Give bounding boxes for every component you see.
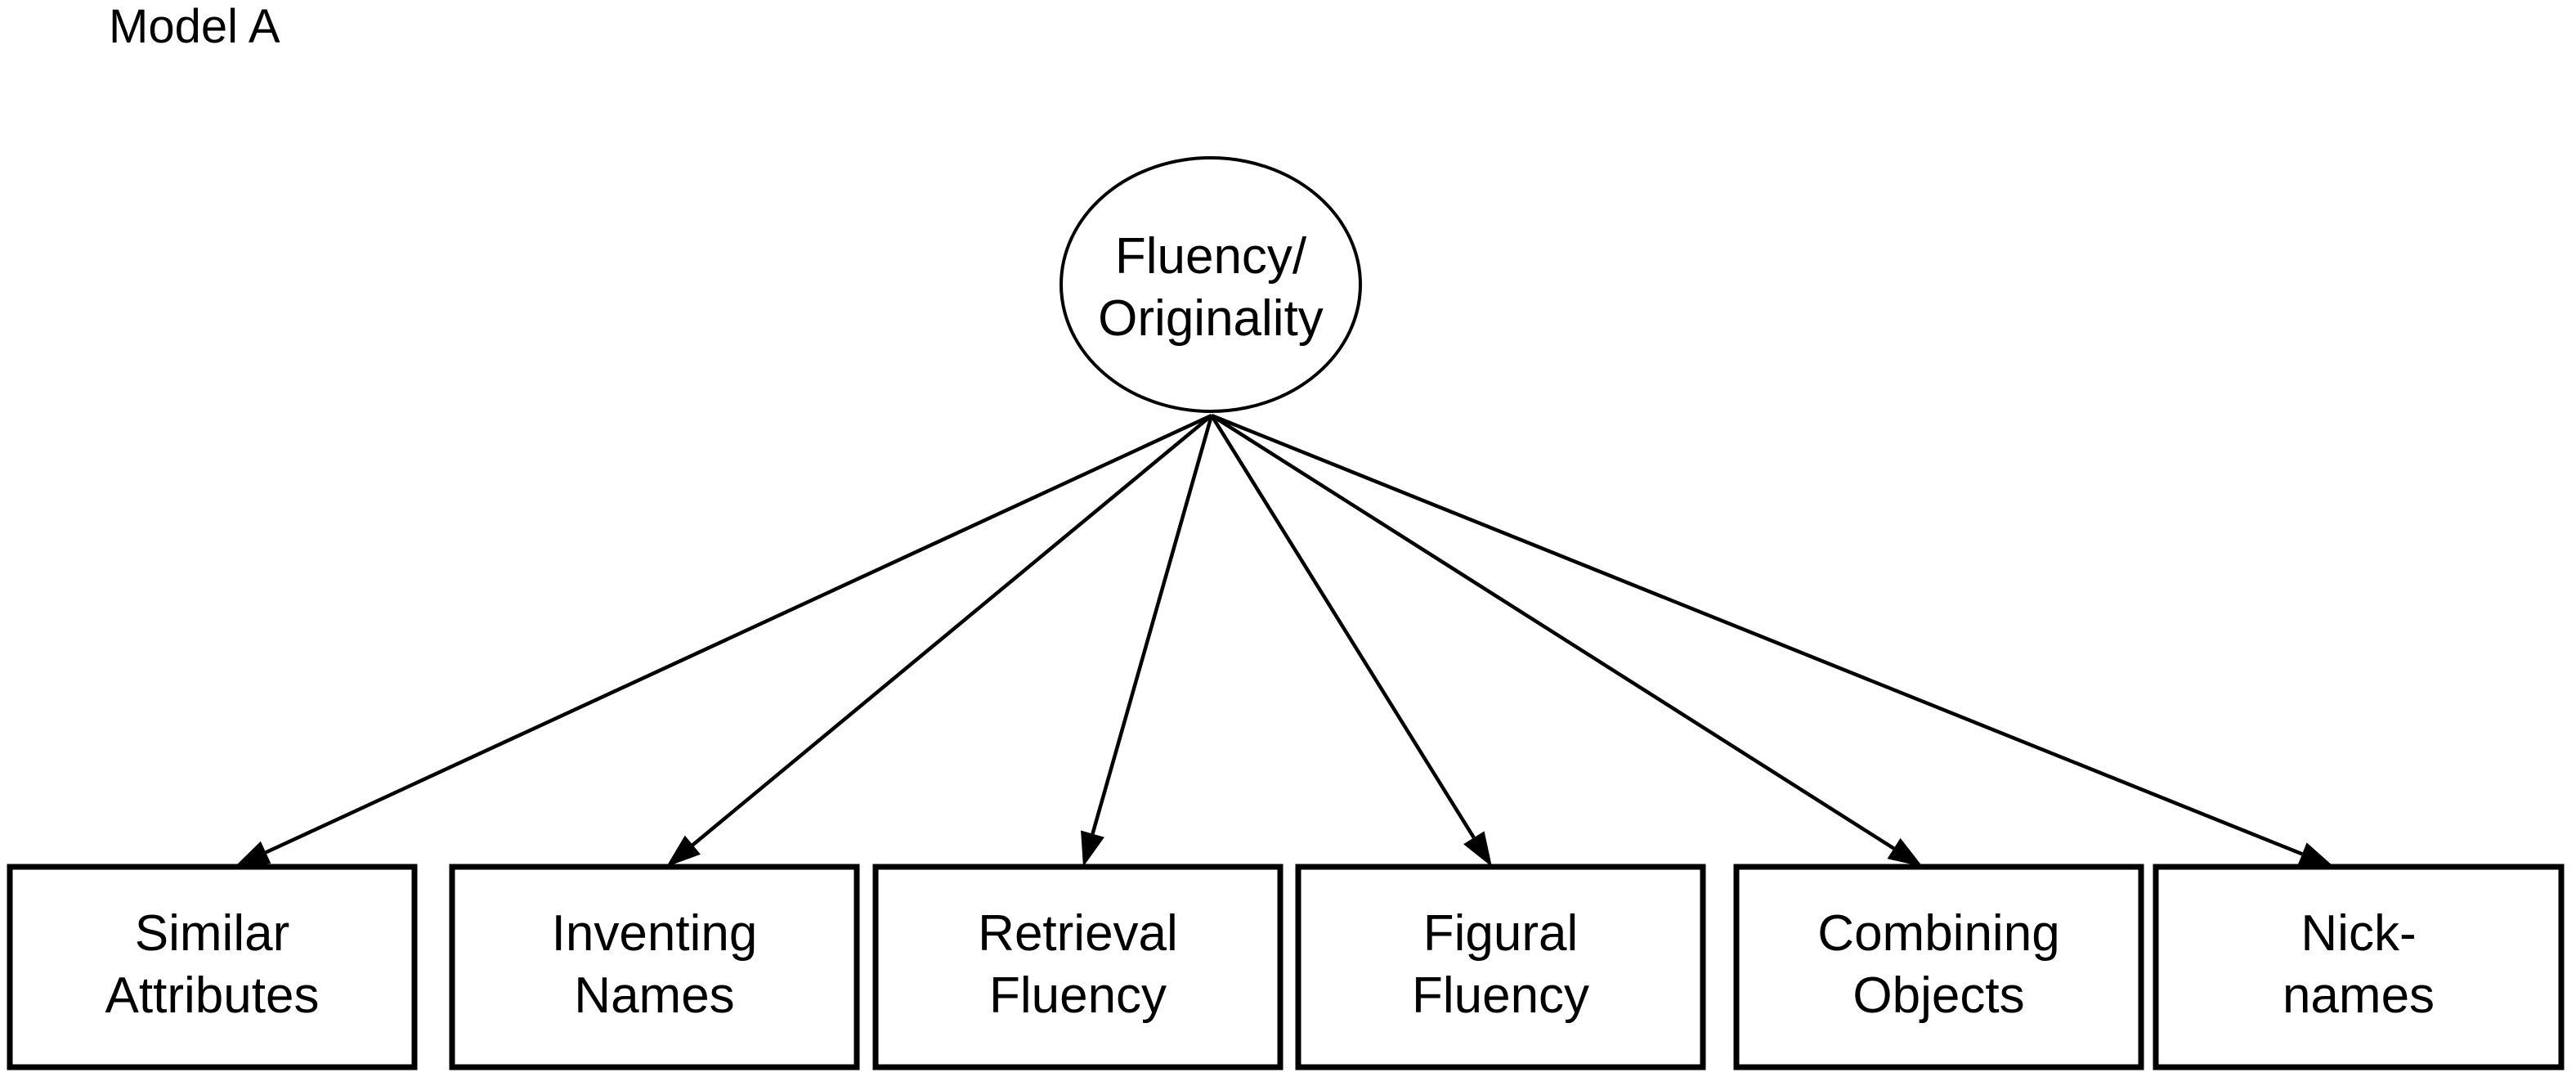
path-line-to-figural-fluency bbox=[1210, 414, 1476, 839]
indicator-label-figural-fluency-line1: Figural bbox=[1423, 905, 1579, 962]
arrowhead-icon-figural-fluency bbox=[1463, 831, 1492, 867]
path-line-to-retrieval-fluency bbox=[1091, 415, 1214, 835]
fluency-originality-ellipse bbox=[1060, 156, 1362, 413]
path-line-to-similar-attributes bbox=[265, 413, 1212, 855]
path-arrow-to-inventing-names bbox=[666, 414, 1213, 867]
indicator-box-retrieval-fluency bbox=[872, 864, 1284, 1070]
indicator-label-similar-attributes-line1: Similar bbox=[135, 905, 289, 962]
fluency-originality-label-line2: Originality bbox=[1098, 290, 1324, 347]
path-arrow-to-similar-attributes bbox=[235, 413, 1212, 867]
arrowhead-icon-nicknames bbox=[2297, 842, 2334, 867]
indicator-label-inventing-names-line2: Names bbox=[574, 967, 734, 1024]
path-line-to-combining-objects bbox=[1210, 414, 1895, 850]
path-arrows-group bbox=[235, 413, 2334, 867]
page-title: Model A bbox=[109, 0, 280, 53]
indicator-box-figural-fluency bbox=[1295, 864, 1706, 1070]
indicator-label-nicknames-line2: names bbox=[2283, 967, 2435, 1024]
indicator-label-retrieval-fluency-line2: Fluency bbox=[989, 967, 1167, 1024]
arrowhead-icon-retrieval-fluency bbox=[1081, 830, 1104, 867]
path-arrow-to-figural-fluency bbox=[1210, 414, 1492, 867]
arrowhead-icon-combining-objects bbox=[1887, 837, 1923, 867]
latent-factor-node: Fluency/ Originality bbox=[1060, 156, 1362, 413]
indicator-label-nicknames-line1: Nick- bbox=[2300, 905, 2416, 962]
indicator-boxes-group: SimilarAttributesInventingNamesRetrieval… bbox=[7, 864, 2565, 1070]
indicator-label-figural-fluency-line2: Fluency bbox=[1412, 967, 1589, 1024]
path-arrow-to-retrieval-fluency bbox=[1081, 415, 1214, 867]
fluency-originality-label-line1: Fluency/ bbox=[1115, 228, 1307, 285]
indicator-box-combining-objects bbox=[1733, 864, 2144, 1070]
arrowhead-icon-similar-attributes bbox=[235, 841, 271, 867]
indicator-label-combining-objects-line2: Objects bbox=[1852, 967, 2024, 1024]
indicator-label-combining-objects-line1: Combining bbox=[1817, 905, 2059, 962]
path-line-to-nicknames bbox=[1211, 413, 2303, 856]
indicator-label-similar-attributes-line2: Attributes bbox=[105, 967, 320, 1024]
indicator-box-similar-attributes bbox=[7, 864, 418, 1070]
indicator-box-inventing-names bbox=[449, 864, 860, 1070]
indicator-label-retrieval-fluency-line1: Retrieval bbox=[978, 905, 1178, 962]
indicator-node-nicknames: Nick-names bbox=[2153, 864, 2565, 1070]
path-line-to-inventing-names bbox=[691, 414, 1213, 846]
path-arrow-to-nicknames bbox=[1211, 413, 2334, 867]
indicator-label-inventing-names-line1: Inventing bbox=[552, 905, 758, 962]
arrowhead-icon-inventing-names bbox=[666, 835, 701, 867]
indicator-box-nicknames bbox=[2153, 864, 2565, 1070]
path-arrow-to-combining-objects bbox=[1210, 414, 1923, 867]
